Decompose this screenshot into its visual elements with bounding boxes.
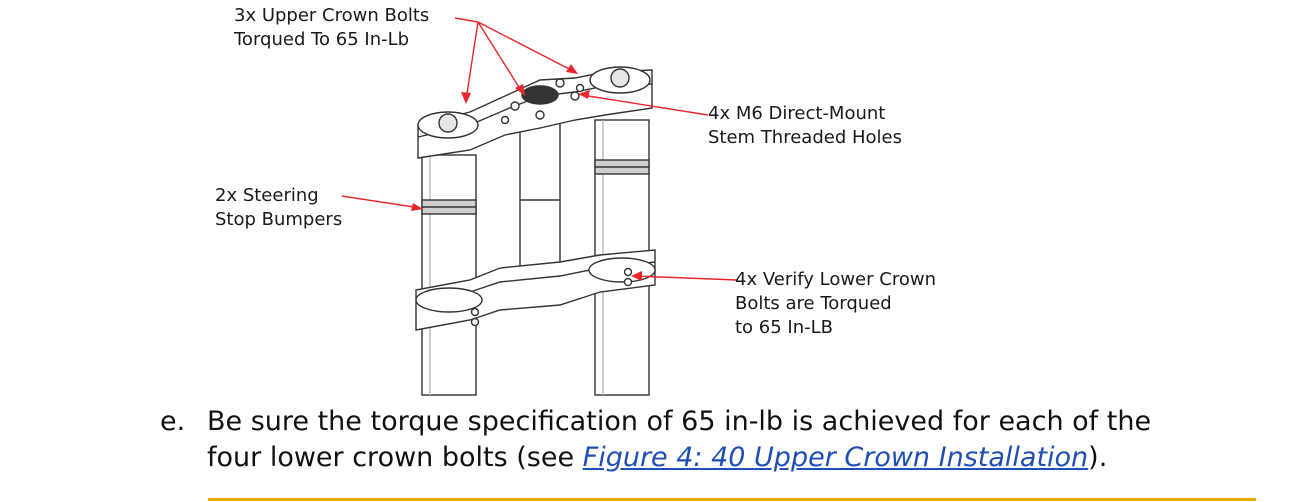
callout-lower-crown-bolts-line3: to 65 In-LB	[735, 317, 834, 338]
callout-steering-stop-bumpers: 2x Steering Stop Bumpers	[215, 184, 342, 232]
step-line-2-suffix: ).	[1088, 442, 1108, 473]
callout-upper-crown-bolts: 3x Upper Crown Bolts Torqued To 65 In-Lb	[234, 4, 429, 52]
callout-steering-stop-bumpers-line1: 2x Steering	[215, 185, 319, 206]
section-divider	[208, 498, 1256, 501]
callout-stem-threaded-holes-line2: Stem Threaded Holes	[708, 127, 902, 148]
callout-stem-threaded-holes-line1: 4x M6 Direct-Mount	[708, 103, 886, 124]
fork-crown-illustration	[341, 17, 738, 396]
callout-lower-crown-bolts-line1: 4x Verify Lower Crown	[735, 269, 936, 290]
callout-lower-crown-bolts: 4x Verify Lower Crown Bolts are Torqued …	[735, 268, 936, 340]
callout-steering-stop-bumpers-line2: Stop Bumpers	[215, 209, 343, 230]
callout-upper-crown-bolts-line1: 3x Upper Crown Bolts	[234, 5, 430, 26]
figure-reference-link[interactable]: Figure 4: 40 Upper Crown Installation	[582, 442, 1089, 473]
step-line-2-prefix: four lower crown bolts (see	[207, 442, 583, 473]
step-marker: e.	[160, 406, 186, 437]
step-body: Be sure the torque specification of 65 i…	[207, 404, 1267, 476]
callout-lower-crown-bolts-line2: Bolts are Torqued	[735, 293, 892, 314]
step-line-1: Be sure the torque specification of 65 i…	[207, 406, 1152, 437]
callout-upper-crown-bolts-line2: Torqued To 65 In-Lb	[234, 29, 410, 50]
step-line-2: four lower crown bolts (see Figure 4: 40…	[207, 440, 1267, 476]
callout-stem-threaded-holes: 4x M6 Direct-Mount Stem Threaded Holes	[708, 102, 902, 150]
